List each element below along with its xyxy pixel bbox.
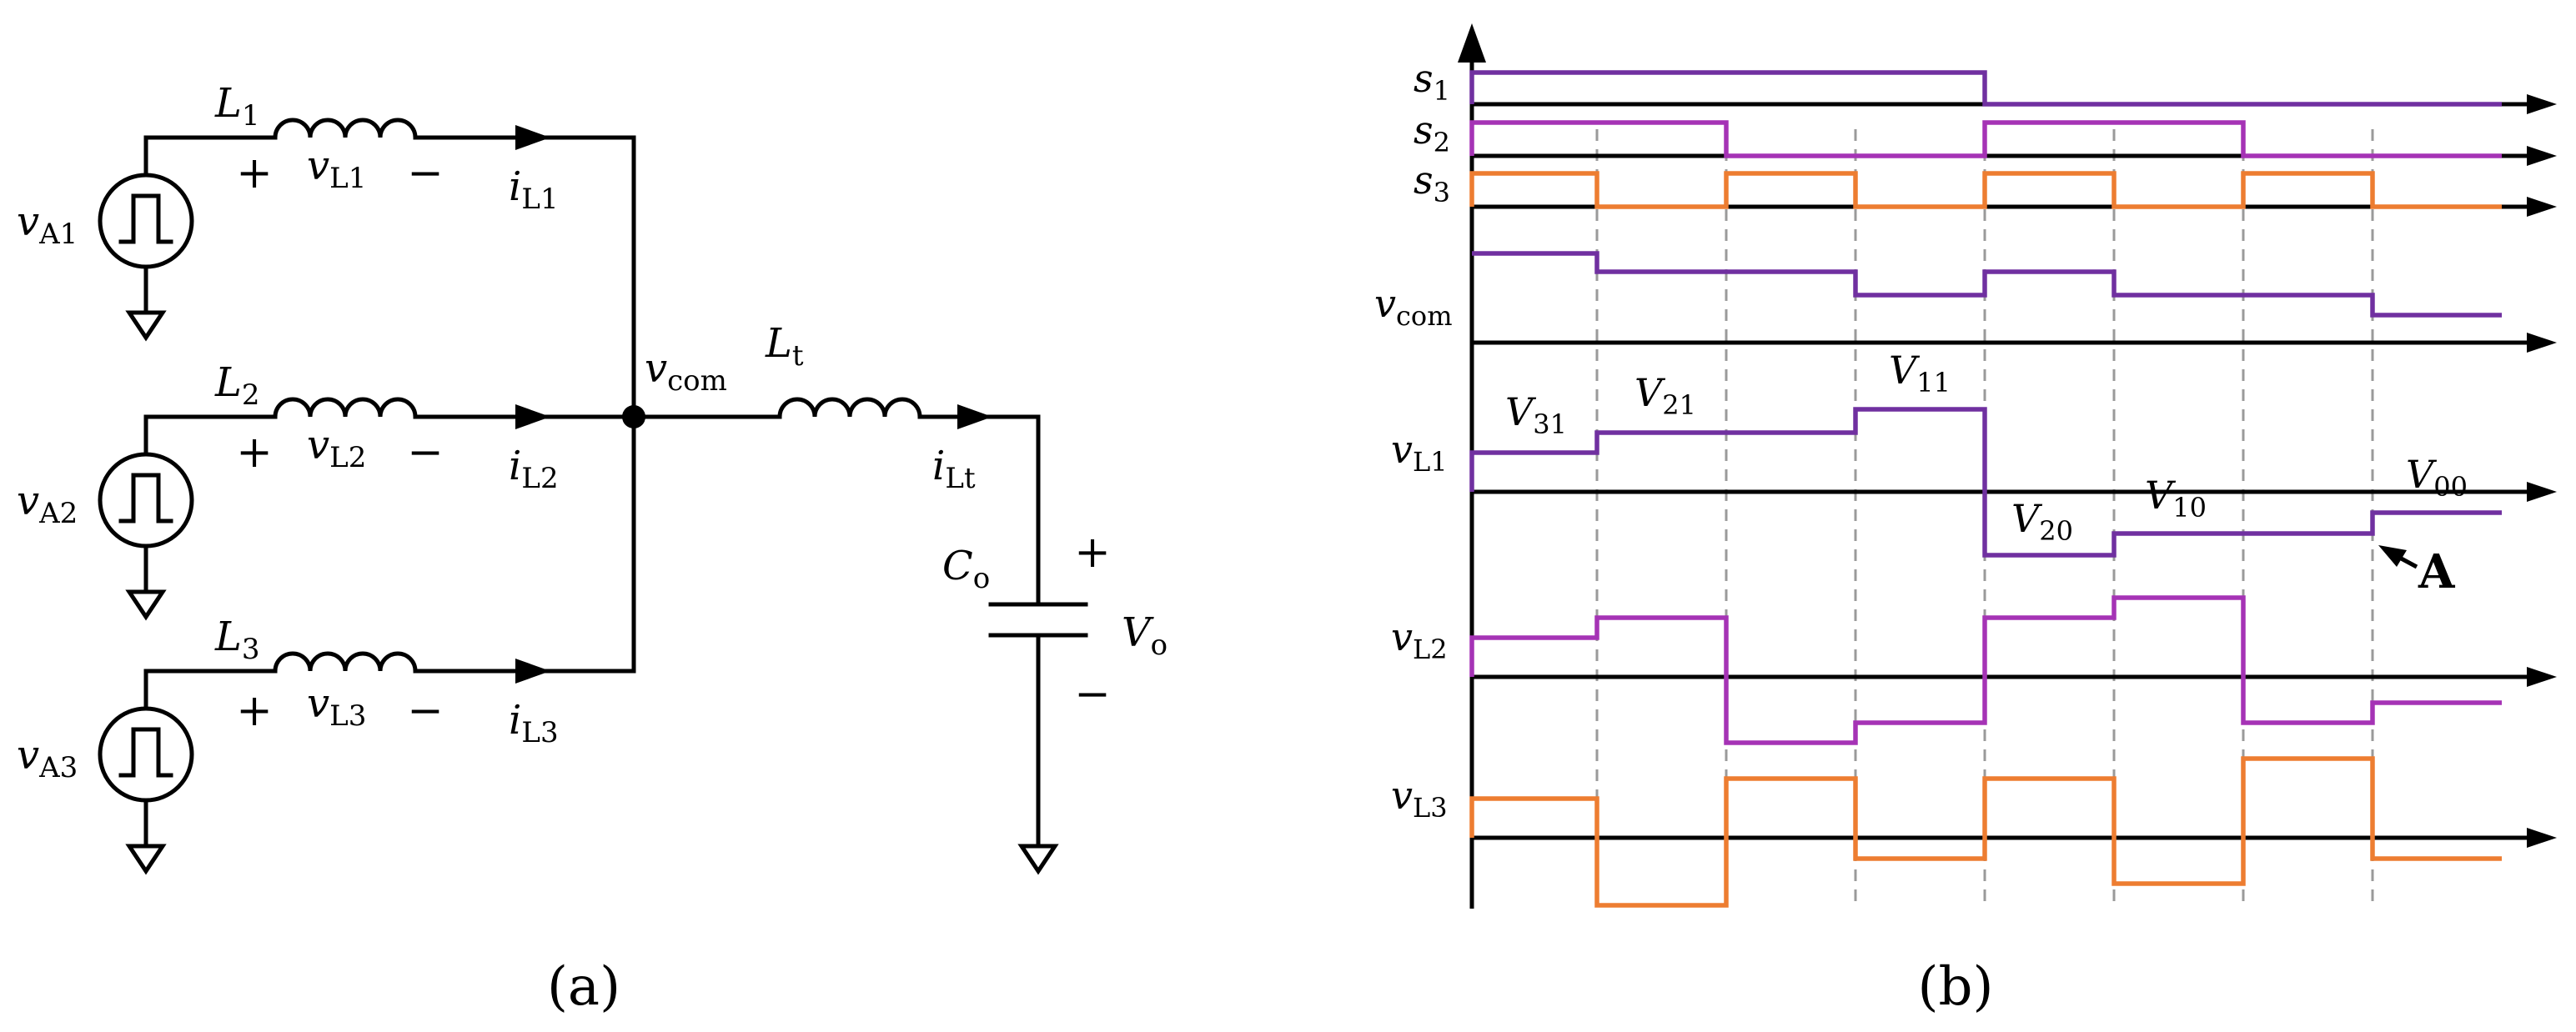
output-voltage-label: Vo (1122, 609, 1167, 662)
node-vcom-label: vcom (645, 345, 727, 398)
inductor-l2-coil (273, 397, 418, 419)
axis-arrow (2527, 94, 2557, 114)
channel-label-vl1: vL1 (1391, 427, 1448, 478)
waveform-s2 (1469, 120, 2502, 158)
waveforms (1469, 70, 2502, 908)
plus-sign: + (236, 428, 273, 478)
current-arrow-l3 (515, 659, 550, 684)
waveform-vcom (1472, 251, 2502, 318)
minus-sign: − (407, 686, 444, 736)
plus-sign: + (1074, 528, 1111, 578)
inductor-lt-coil (777, 397, 922, 419)
current-il2-label: iL2 (509, 443, 559, 495)
axis-arrow (2527, 197, 2557, 217)
waveform-vl3 (1469, 756, 2502, 908)
source-a1 (98, 173, 194, 269)
level-label-v31: V31 (1505, 389, 1567, 440)
plus-sign: + (236, 148, 273, 198)
waveform-panel: s1 s2 s3 vcom vL1 vL2 vL3 V31 V21 V11 V2… (1374, 23, 2557, 1018)
ground-icon (125, 844, 167, 875)
branch-3: vA3 L3 + vL3 − iL3 (17, 614, 636, 875)
channel-label-vl2: vL2 (1391, 614, 1448, 665)
waveform-vl1 (1469, 407, 2502, 558)
waveform-s1 (1469, 70, 2502, 107)
current-ilt-label: iLt (932, 443, 976, 495)
caption-b: (b) (1918, 956, 1994, 1018)
channel-label-s3: s3 (1414, 158, 1450, 208)
ground-icon (125, 589, 167, 621)
level-label-v10: V10 (2145, 473, 2207, 524)
axis-arrow (2527, 333, 2557, 353)
axis-arrow (2527, 482, 2557, 502)
axis-arrow (2527, 146, 2557, 166)
voltage-vl2-label: vL2 (307, 422, 366, 474)
vertical-axis-arrow (1458, 23, 1486, 63)
inductor-l3-coil (273, 651, 418, 674)
level-label-v20: V20 (2011, 496, 2073, 547)
waveform-s3 (1469, 171, 2502, 209)
inductor-l2-label: L2 (214, 359, 260, 412)
capacitor-co-label: Co (942, 543, 990, 595)
ground-icon (125, 310, 167, 342)
source-a3-label: vA3 (17, 732, 78, 784)
plus-sign: + (236, 686, 273, 736)
channel-label-vl3: vL3 (1391, 773, 1448, 824)
annotation-arrow-head (2378, 545, 2407, 567)
level-labels: V31 V21 V11 V20 V10 V00 (1505, 348, 2468, 547)
level-label-v11: V11 (1889, 348, 1951, 398)
caption-a: (a) (547, 956, 620, 1018)
waveform-vl2 (1469, 595, 2502, 745)
annotation-label: A (2418, 544, 2456, 599)
voltage-vl1-label: vL1 (307, 143, 366, 195)
channel-label-s1: s1 (1414, 56, 1450, 107)
level-label-v21: V21 (1634, 370, 1696, 421)
current-arrow-lt (957, 404, 992, 429)
source-a3 (98, 706, 194, 803)
ground-icon (1017, 844, 1059, 875)
level-label-v00: V00 (2406, 452, 2468, 503)
source-a2-label: vA2 (17, 478, 78, 530)
annotation-a: A (2378, 544, 2456, 599)
source-a2 (98, 452, 194, 549)
axis-arrow (2527, 828, 2557, 848)
branch-2: vA2 L2 + vL2 − iL2 (17, 359, 636, 621)
channel-labels: s1 s2 s3 vcom vL1 vL2 vL3 (1374, 56, 1453, 824)
current-arrow-l1 (515, 125, 550, 150)
channel-label-vcom: vcom (1374, 281, 1453, 332)
minus-sign: − (407, 148, 444, 198)
voltage-vl3-label: vL3 (307, 680, 366, 733)
current-arrow-l2 (515, 404, 550, 429)
minus-sign: − (407, 428, 444, 478)
inductor-l1-coil (273, 118, 418, 140)
current-il3-label: iL3 (509, 697, 559, 749)
channel-label-s2: s2 (1414, 108, 1450, 158)
inductor-l1-label: L1 (214, 80, 260, 133)
branch-1: vA1 L1 + vL1 − iL1 (17, 80, 636, 342)
capacitor-co (988, 602, 1088, 638)
inductor-lt-label: Lt (765, 320, 804, 373)
source-a1-label: vA1 (17, 198, 78, 251)
inductor-l3-label: L3 (214, 614, 260, 666)
current-il1-label: iL1 (509, 163, 559, 216)
circuit-panel: vA1 L1 + vL1 − iL1 vA2 L2 + vL2 − iL2 (17, 80, 1167, 1018)
minus-sign: − (1074, 669, 1111, 719)
axis-arrow (2527, 667, 2557, 687)
